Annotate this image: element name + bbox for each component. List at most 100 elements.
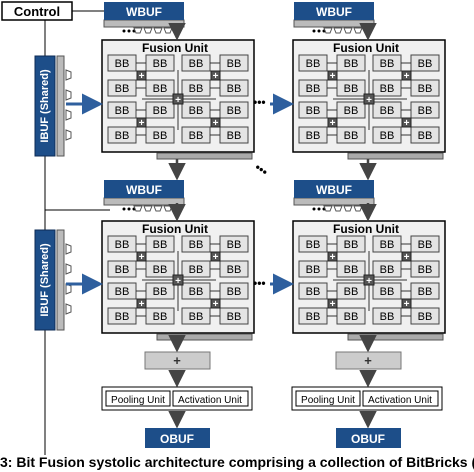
- fusion-adder-node: [363, 93, 375, 105]
- bb-adder-symbol: +: [404, 118, 410, 129]
- ellipsis-top: •••: [253, 95, 266, 109]
- ibuf-queue-slot: [65, 129, 72, 141]
- wbuf-queue-slot: [323, 27, 333, 34]
- ibuf-queue-slot: [65, 89, 72, 101]
- wbuf-queue-slot: [163, 27, 173, 34]
- wbuf-bottom-left: WBUF: [104, 180, 184, 198]
- bb-adder-symbol: +: [330, 71, 336, 82]
- wbuf-queue-slot: [143, 205, 153, 212]
- bitbrick-label: BB: [153, 130, 168, 142]
- obuf-left: OBUF: [145, 428, 210, 448]
- bitbrick-label: BB: [153, 239, 168, 251]
- bitbrick-label: BB: [227, 264, 242, 276]
- fusion-unit-title-tl: Fusion Unit: [142, 41, 208, 55]
- bb-adder-node: [136, 251, 147, 262]
- bitbrick-label: BB: [380, 239, 395, 251]
- bitbrick-label: BB: [189, 286, 204, 298]
- bitbrick-label: BB: [380, 311, 395, 323]
- fusion-adder-symbol: +: [366, 276, 372, 287]
- pooling-unit-label: Pooling Unit: [301, 395, 355, 406]
- bb-adder-symbol: +: [404, 71, 410, 82]
- bitbrick-label: BB: [115, 286, 130, 298]
- wbuf-queue-slot: [353, 205, 363, 212]
- adder-symbol: +: [173, 353, 181, 368]
- ibuf-queue-slot: [65, 263, 72, 275]
- bitbrick-label: BB: [189, 239, 204, 251]
- wbuf-register-row: [293, 19, 375, 28]
- bitbrick-label: BB: [418, 130, 433, 142]
- bitbrick-label: BB: [153, 311, 168, 323]
- ibuf-register-col: [56, 229, 65, 331]
- bitbrick-label: BB: [153, 83, 168, 95]
- bitbrick-label: BB: [153, 105, 168, 117]
- wbuf-dot: [127, 207, 131, 211]
- ibuf-register-col: [56, 55, 65, 157]
- fusion-adder-node: [172, 93, 184, 105]
- fusion-adder-symbol: +: [366, 95, 372, 106]
- wbuf-queue-slot: [343, 27, 353, 34]
- bitbrick-label: BB: [115, 239, 130, 251]
- activation-unit-label: Activation Unit: [368, 395, 432, 406]
- wbuf-register-row: [103, 197, 185, 206]
- wbuf-queue-slot: [323, 205, 333, 212]
- wbuf-bottom-right: WBUF: [294, 180, 374, 198]
- bitbrick-label: BB: [344, 239, 359, 251]
- bitbrick-label: BB: [115, 105, 130, 117]
- bb-adder-node: [210, 251, 221, 262]
- bitbrick-label: BB: [189, 83, 204, 95]
- bb-adder-symbol: +: [139, 299, 145, 310]
- bb-adder-node: [136, 70, 147, 81]
- obuf-label: OBUF: [160, 432, 194, 446]
- fusion-unit-title-br: Fusion Unit: [333, 222, 399, 236]
- bb-adder-symbol: +: [213, 71, 219, 82]
- ibuf-queue-slot: [65, 69, 72, 81]
- wbuf-top-left: WBUF: [104, 2, 184, 20]
- bitbrick-label: BB: [115, 83, 130, 95]
- bitbrick-label: BB: [418, 286, 433, 298]
- wbuf-label: WBUF: [126, 5, 162, 19]
- bitbrick-label: BB: [380, 58, 395, 70]
- wbuf-queue-slot: [353, 27, 363, 34]
- bitbrick-label: BB: [418, 105, 433, 117]
- bb-adder-symbol: +: [404, 299, 410, 310]
- fusion-adder-symbol: +: [175, 276, 181, 287]
- bb-adder-node: [327, 70, 338, 81]
- bitbrick-label: BB: [189, 105, 204, 117]
- figure-caption: 3: Bit Fusion systolic architecture comp…: [0, 454, 474, 470]
- bitbrick-label: BB: [115, 311, 130, 323]
- bb-adder-node: [401, 251, 412, 262]
- bitbrick-label: BB: [306, 130, 321, 142]
- bb-adder-node: [210, 298, 221, 309]
- bitbrick-label: BB: [380, 83, 395, 95]
- bb-adder-node: [401, 70, 412, 81]
- bitbrick-label: BB: [344, 83, 359, 95]
- bitbrick-label: BB: [227, 105, 242, 117]
- wbuf-dot: [317, 207, 321, 211]
- adder-symbol: +: [364, 353, 372, 368]
- fusion-unit-title-bl: Fusion Unit: [142, 222, 208, 236]
- wbuf-queue-slot: [343, 205, 353, 212]
- bb-adder-symbol: +: [139, 252, 145, 263]
- wbuf-queue-slot: [153, 27, 163, 34]
- wbuf-dot: [122, 207, 126, 211]
- bitbrick-label: BB: [344, 286, 359, 298]
- bb-adder-node: [327, 251, 338, 262]
- bb-adder-symbol: +: [330, 118, 336, 129]
- wbuf-queue-slot: [133, 27, 143, 34]
- bitbrick-label: BB: [115, 130, 130, 142]
- bitbrick-label: BB: [227, 83, 242, 95]
- wbuf-dot: [127, 29, 131, 33]
- bitbrick-label: BB: [189, 264, 204, 276]
- wbuf-label: WBUF: [316, 5, 352, 19]
- wbuf-queue-slot: [133, 205, 143, 212]
- bitbrick-label: BB: [115, 58, 130, 70]
- adder-left: +: [144, 351, 211, 370]
- bitbrick-label: BB: [418, 83, 433, 95]
- ibuf-bottom-label: IBUF (Shared): [39, 243, 51, 317]
- wbuf-dot: [312, 29, 316, 33]
- bitbrick-label: BB: [227, 58, 242, 70]
